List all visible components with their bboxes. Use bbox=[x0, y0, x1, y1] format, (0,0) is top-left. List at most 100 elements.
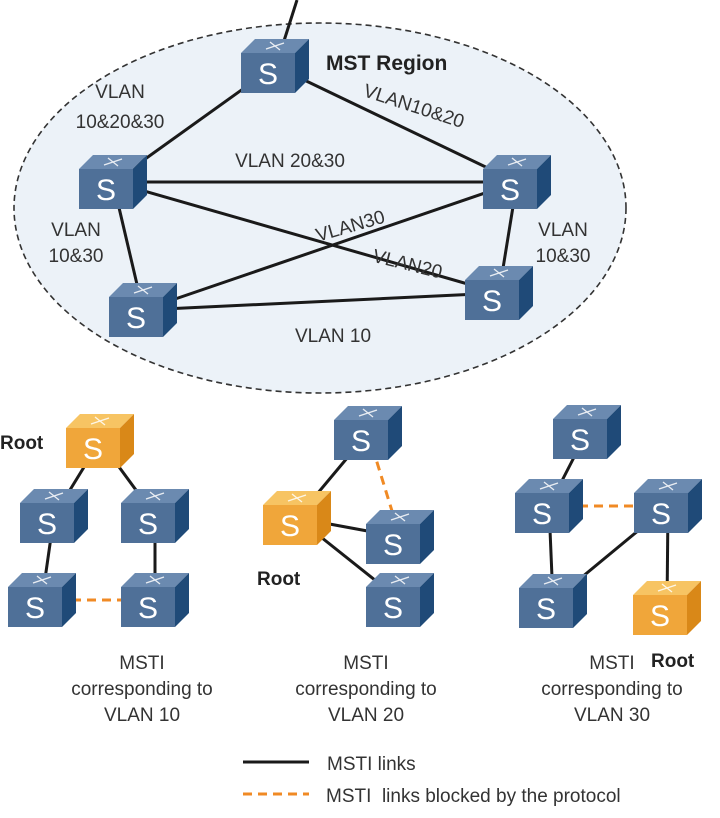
switch-right: S bbox=[483, 155, 551, 209]
region-title: MST Region bbox=[326, 52, 447, 75]
switch-side-face bbox=[175, 573, 189, 627]
legend-item-dashed: MSTI links blocked by the protocol bbox=[243, 786, 621, 807]
switch-arrows-icon bbox=[658, 481, 678, 491]
region-link bbox=[274, 64, 518, 184]
switch-glyph: S bbox=[138, 508, 158, 541]
switch-glyph: S bbox=[651, 498, 671, 531]
switch-side-face bbox=[163, 283, 177, 337]
switch: S bbox=[8, 573, 76, 627]
root-label: Root bbox=[0, 433, 44, 454]
switch-arrows-icon bbox=[265, 41, 285, 51]
label-line: VLAN 20&30 bbox=[235, 151, 345, 172]
label-line: VLAN bbox=[51, 220, 101, 241]
switch-glyph: S bbox=[37, 508, 57, 541]
switch-front-face bbox=[553, 419, 607, 459]
switch-glyph: S bbox=[383, 592, 403, 625]
switch-front-face bbox=[66, 428, 120, 468]
root-label: Root bbox=[257, 569, 301, 590]
switch-front-face bbox=[109, 297, 163, 337]
switch-side-face bbox=[519, 266, 533, 320]
switch-side-face bbox=[688, 479, 702, 533]
msti-switches: S S S S S bbox=[8, 414, 189, 627]
region-link-label: VLAN 10&30 bbox=[536, 220, 591, 267]
switch-glyph: S bbox=[138, 592, 158, 625]
switch-bottom-right: S bbox=[465, 266, 533, 320]
switch-arrows-icon bbox=[657, 583, 677, 593]
switch: S bbox=[515, 479, 583, 533]
switch-side-face bbox=[74, 489, 88, 543]
switch-front-face bbox=[515, 493, 569, 533]
switch-arrows-icon bbox=[390, 575, 410, 585]
switch-front-face bbox=[634, 493, 688, 533]
switch-arrows-icon bbox=[145, 575, 165, 585]
switch-front-face bbox=[366, 524, 420, 564]
root-switch: S bbox=[263, 491, 331, 545]
switch-front-face bbox=[633, 595, 687, 635]
switch-front-face bbox=[366, 587, 420, 627]
switch: S bbox=[366, 510, 434, 564]
caption-line: VLAN 30 bbox=[574, 705, 650, 726]
switch-arrows-icon bbox=[390, 512, 410, 522]
switch-glyph: S bbox=[83, 433, 103, 466]
switch-front-face bbox=[121, 503, 175, 543]
switch-front-face bbox=[263, 505, 317, 545]
caption-line: corresponding to bbox=[541, 679, 683, 700]
switch-side-face bbox=[573, 574, 587, 628]
caption-line: MSTI bbox=[119, 653, 164, 674]
region-link bbox=[142, 291, 500, 312]
region-link-label: VLAN 20&30 bbox=[235, 151, 345, 172]
switch-arrows-icon bbox=[44, 491, 64, 501]
switch: S bbox=[121, 573, 189, 627]
switch-front-face bbox=[20, 503, 74, 543]
caption-line: VLAN 10 bbox=[104, 705, 180, 726]
switch: S bbox=[366, 573, 434, 627]
switch-side-face bbox=[420, 510, 434, 564]
switch-arrows-icon bbox=[32, 575, 52, 585]
switch-side-face bbox=[537, 155, 551, 209]
switch-arrows-icon bbox=[145, 491, 165, 501]
region-link-label: VLAN 10 bbox=[295, 326, 371, 347]
switch-glyph: S bbox=[650, 600, 670, 633]
switch-side-face bbox=[175, 489, 189, 543]
switch-side-face bbox=[569, 479, 583, 533]
switch-front-face bbox=[241, 53, 295, 93]
switch-front-face bbox=[483, 169, 537, 209]
switch-arrows-icon bbox=[539, 481, 559, 491]
switch-front-face bbox=[334, 420, 388, 460]
switch-side-face bbox=[133, 155, 147, 209]
switch-glyph: S bbox=[570, 424, 590, 457]
legend-label: MSTI links bbox=[327, 754, 416, 775]
switch-glyph: S bbox=[25, 592, 45, 625]
switch-glyph: S bbox=[383, 529, 403, 562]
switch-arrows-icon bbox=[543, 576, 563, 586]
switch-front-face bbox=[79, 169, 133, 209]
switch: S bbox=[519, 574, 587, 628]
switch-glyph: S bbox=[500, 174, 520, 207]
switch-arrows-icon bbox=[489, 268, 509, 278]
label-line: VLAN 10 bbox=[295, 326, 371, 347]
label-line: VLAN bbox=[95, 82, 145, 103]
switch: S bbox=[121, 489, 189, 543]
root-switch: S bbox=[633, 581, 701, 635]
switch-glyph: S bbox=[351, 425, 371, 458]
label-line: 10&30 bbox=[49, 246, 104, 267]
region-link bbox=[142, 180, 518, 312]
label-line: VLAN bbox=[538, 220, 588, 241]
label-line: 10&30 bbox=[536, 246, 591, 267]
switch-front-face bbox=[121, 587, 175, 627]
switch-arrows-icon bbox=[287, 493, 307, 503]
switch: S bbox=[20, 489, 88, 543]
caption-line: corresponding to bbox=[295, 679, 437, 700]
region-links bbox=[111, 64, 519, 312]
switch-glyph: S bbox=[96, 174, 116, 207]
switch-side-face bbox=[687, 581, 701, 635]
